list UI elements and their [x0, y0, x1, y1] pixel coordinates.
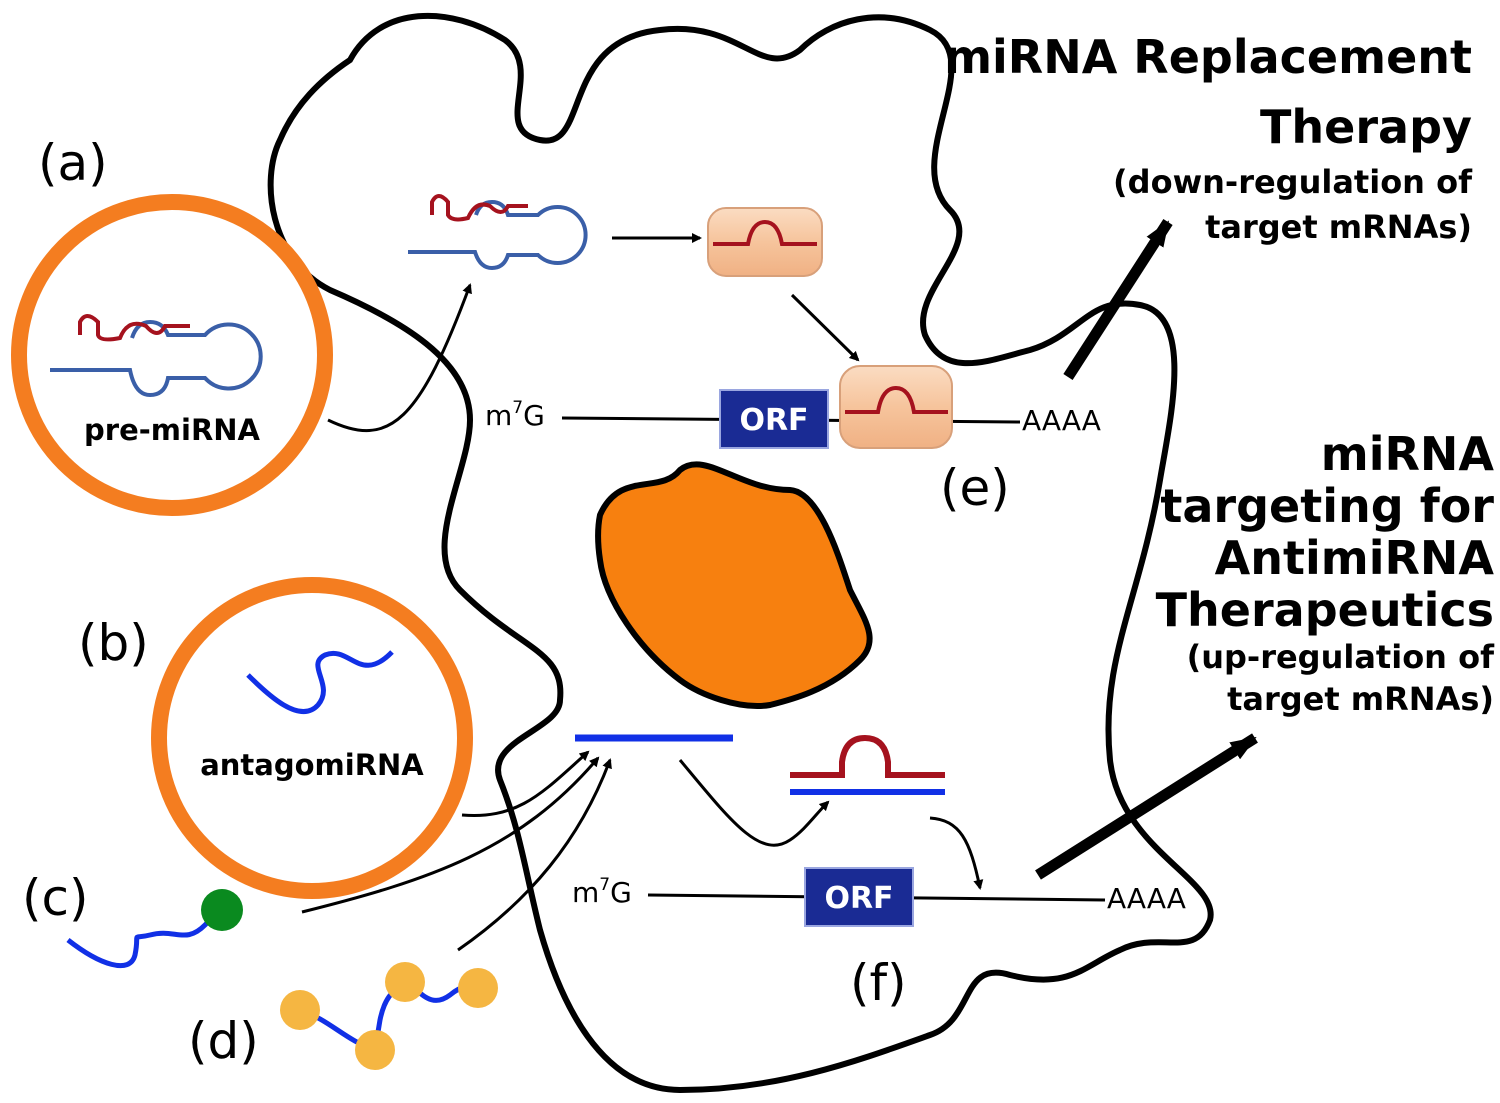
label-f: (f) [850, 954, 907, 1012]
mrna-top-tail: AAAA [1022, 404, 1101, 437]
risc-complex-bound [839, 365, 953, 449]
arrow-risc-to-mrna [790, 293, 860, 362]
orf-box-top [719, 389, 829, 449]
cytoplasm-hairpin-icon [408, 194, 588, 271]
arrow-b-to-strand [461, 750, 590, 818]
arrow-c-to-strand [301, 756, 600, 914]
outcome-arrows [1035, 219, 1258, 880]
arrow-vesicle-to-hairpin [327, 283, 472, 433]
label-c: (c) [22, 869, 89, 927]
conjugated-antagomir-icon [66, 889, 243, 969]
orf-box-bottom [804, 867, 914, 927]
pre-mirna-label: pre-miRNA [84, 413, 261, 447]
antimirna-title-1: miRNA [1321, 427, 1495, 481]
label-e: (e) [940, 459, 1010, 517]
label-a: (a) [38, 134, 108, 192]
antimirna-therapy-text: miRNA targeting for AntimiRNA Therapeuti… [1156, 427, 1495, 718]
replacement-title-1: miRNA Replacement [944, 30, 1472, 84]
label-d: (d) [188, 1012, 259, 1070]
lna-chain-icon [280, 962, 498, 1070]
mrna-bottom: m7G ORF AAAA [572, 867, 1186, 927]
antagomirna-label: antagomiRNA [200, 748, 424, 782]
antimirna-title-3: AntimiRNA [1215, 531, 1495, 585]
arrow-antimirna-outcome [1035, 733, 1258, 880]
arrow-replacement-outcome [1063, 219, 1173, 380]
mrna-bottom-tail: AAAA [1107, 882, 1186, 915]
arrow-duplex-to-mrna [929, 816, 984, 890]
pre-mirna-hairpin-icon [50, 314, 263, 398]
arrow-d-to-strand [457, 758, 612, 952]
antagomirna-vesicle: antagomiRNA [151, 577, 473, 899]
pre-mirna-vesicle: pre-miRNA [11, 194, 333, 516]
risc-complex-top [707, 207, 823, 277]
orf-label-bottom: ORF [824, 881, 893, 916]
antagomir-strand-icon [246, 650, 394, 714]
arrow-strand-to-duplex [678, 759, 830, 847]
replacement-title-2: Therapy [1260, 100, 1472, 154]
antimirna-sub-2: target mRNAs) [1227, 680, 1494, 718]
pathway-arrows [301, 233, 984, 952]
replacement-sub-2: target mRNAs) [1205, 208, 1472, 246]
replacement-therapy-text: miRNA Replacement Therapy (down-regulati… [944, 30, 1473, 246]
nucleus [595, 461, 873, 709]
antimirna-sub-1: (up-regulation of [1187, 638, 1495, 676]
orf-label-top: ORF [739, 403, 808, 438]
cell-membrane [267, 12, 1214, 1094]
mrna-top-cap: m7G [485, 398, 545, 432]
label-b: (b) [78, 614, 149, 672]
mirna-antagomir-duplex [790, 734, 945, 795]
antimirna-title-2: targeting for [1160, 479, 1494, 533]
mrna-bottom-cap: m7G [572, 875, 632, 909]
replacement-sub-1: (down-regulation of [1113, 163, 1473, 201]
antimirna-title-4: Therapeutics [1156, 583, 1494, 637]
mrna-top: m7G ORF AAAA [485, 365, 1101, 449]
